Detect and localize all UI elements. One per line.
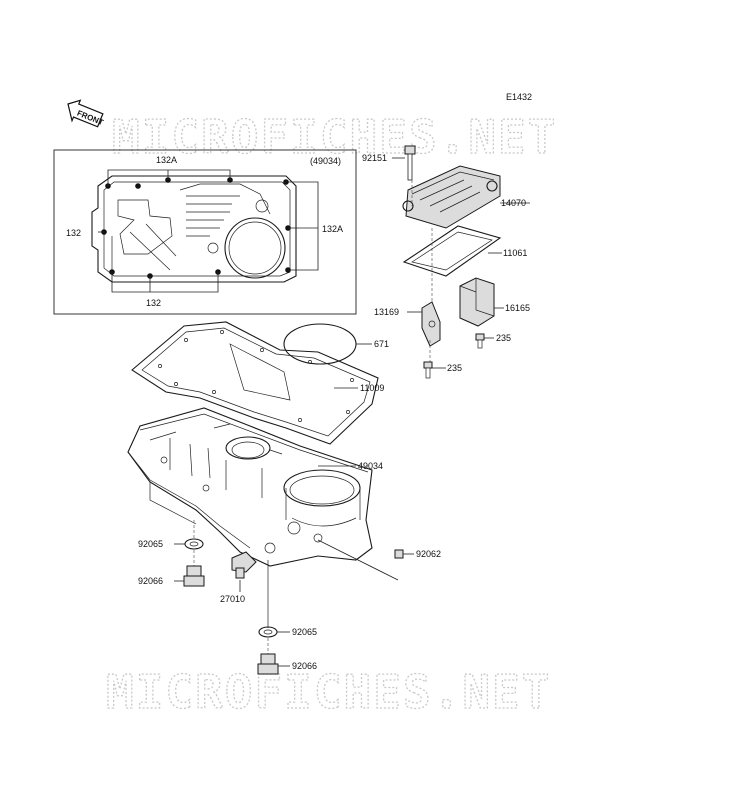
o-ring-671 xyxy=(283,323,357,365)
drain-plug-92066-left xyxy=(183,565,205,587)
label-92065-bottom: 92065 xyxy=(292,627,317,637)
breather-cover xyxy=(402,165,501,229)
oil-pressure-switch-27010 xyxy=(231,551,257,579)
label-49034: 49034 xyxy=(358,461,383,471)
inset-leaders xyxy=(98,169,319,293)
inset-oil-pan-bottom xyxy=(91,175,297,283)
label-11061: 11061 xyxy=(503,248,527,258)
label-671: 671 xyxy=(374,339,389,349)
label-92151: 92151 xyxy=(362,153,387,163)
label-92066-left: 92066 xyxy=(138,576,163,586)
bolt-235-lower xyxy=(423,361,433,379)
breather-bolt-92151 xyxy=(404,145,416,181)
oil-pan-49034 xyxy=(127,407,373,567)
label-92065-left: 92065 xyxy=(138,539,163,549)
bolt-235-right xyxy=(475,333,485,349)
label-14070: 14070 xyxy=(501,198,526,208)
oil-pan-gasket-11009 xyxy=(131,321,379,445)
inset-frame xyxy=(53,149,357,315)
label-92066-bottom: 92066 xyxy=(292,661,317,671)
breather-gasket-11061 xyxy=(402,225,502,277)
breather-plate-16165 xyxy=(459,277,495,327)
label-16165: 16165 xyxy=(505,303,530,313)
front-arrow-icon: FRONT xyxy=(67,99,105,128)
inset-reference: (49034) xyxy=(310,156,341,166)
drain-plug-92066-bottom xyxy=(257,653,279,675)
label-235-lower: 235 xyxy=(447,363,462,373)
bracket-13169 xyxy=(421,301,441,347)
label-27010: 27010 xyxy=(220,594,245,604)
label-11009: 11009 xyxy=(360,383,384,393)
dowel-92062 xyxy=(394,549,404,559)
label-132-left: 132 xyxy=(66,228,81,238)
label-132-bottom: 132 xyxy=(146,298,161,308)
washer-92065-left xyxy=(184,538,204,550)
label-92062: 92062 xyxy=(416,549,441,559)
label-132A-right: 132A xyxy=(322,224,343,234)
washer-92065-bottom xyxy=(258,626,278,638)
label-132A-top: 132A xyxy=(156,155,177,165)
watermark-top: MICROFICHES.NET xyxy=(112,110,557,164)
diagram-code: E1432 xyxy=(506,92,532,102)
watermark-bottom: MICROFICHES.NET xyxy=(106,665,551,719)
label-235-right: 235 xyxy=(496,333,511,343)
label-13169: 13169 xyxy=(374,307,399,317)
